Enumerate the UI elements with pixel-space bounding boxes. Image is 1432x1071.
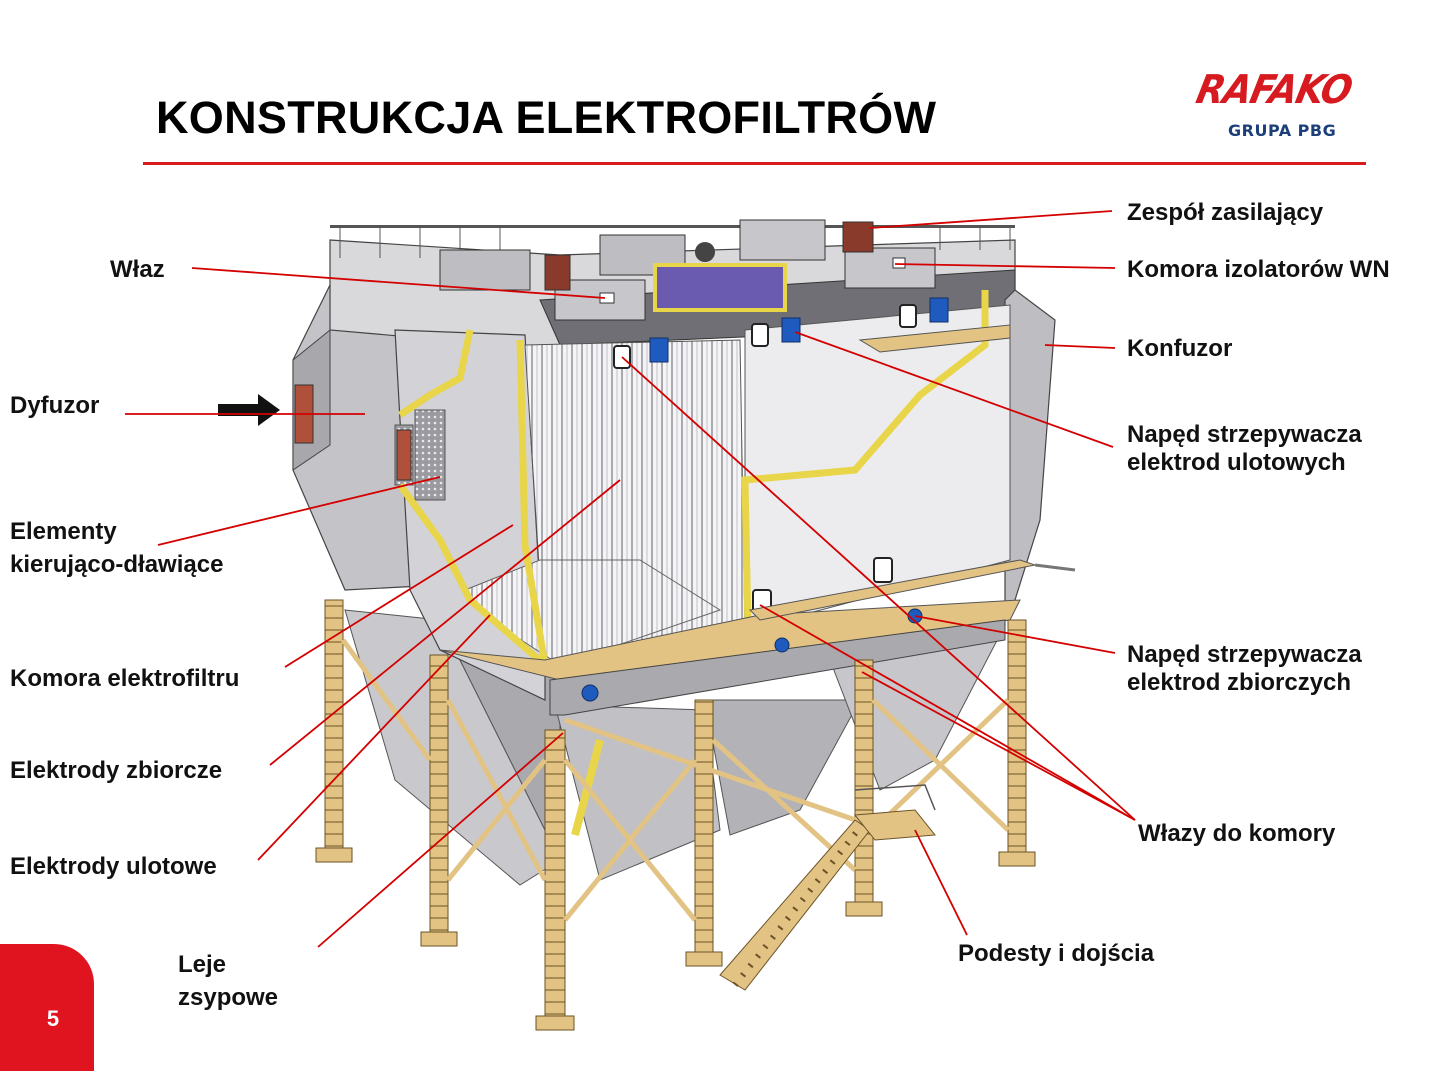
label-zespol-zasilajacy: Zespół zasilający	[1127, 199, 1324, 226]
drives-and-manholes	[581, 297, 949, 702]
label-dyfuzor: Dyfuzor	[10, 392, 100, 419]
label-naped-ulotowych-line1: Napęd strzepywacza	[1127, 421, 1362, 448]
label-naped-zbiorczych-line1: Napęd strzepywacza	[1127, 641, 1362, 668]
company-logo: RAFAKO GRUPA PBG	[1180, 68, 1370, 144]
label-elementy-line2: kierująco-dławiące	[10, 551, 224, 578]
label-naped-zbiorczych: Napęd strzepywacza elektrod zbiorczych	[1127, 641, 1362, 697]
label-wlaz: Właz	[110, 256, 165, 283]
page-number: 5	[46, 1006, 60, 1031]
label-konfuzor: Konfuzor	[1127, 335, 1233, 362]
slide-title: KONSTRUKCJA ELEKTROFILTRÓW	[156, 92, 937, 143]
label-elektrody-zbiorcze: Elektrody zbiorcze	[10, 757, 223, 784]
label-podesty: Podesty i dojścia	[958, 940, 1155, 967]
label-leje-zsypowe: Leje zsypowe	[178, 948, 278, 1014]
leader-lines	[125, 210, 1136, 948]
label-leje-line2: zsypowe	[178, 984, 279, 1011]
inlet-arrow	[218, 394, 280, 426]
support-structure	[315, 599, 1036, 1031]
label-wlazy-do-komory: Włazy do komory	[1138, 820, 1336, 847]
roof-equipment	[330, 219, 1015, 321]
label-komora-elektrofiltru: Komora elektrofiltru	[10, 665, 240, 692]
label-naped-zbiorczych-line2: elektrod zbiorczych	[1127, 669, 1352, 696]
label-elementy-line1: Elementy	[10, 518, 117, 545]
label-komora-izolatorow: Komora izolatorów WN	[1127, 256, 1390, 283]
label-naped-ulotowych: Napęd strzepywacza elektrod ulotowych	[1127, 421, 1362, 477]
title-underline	[143, 162, 1366, 165]
hoppers	[344, 609, 1006, 886]
side-platform	[748, 324, 1076, 621]
label-leje-line1: Leje	[178, 951, 227, 978]
page-number-tab	[0, 944, 94, 1071]
label-elektrody-ulotowe: Elektrody ulotowe	[10, 853, 217, 880]
label-naped-ulotowych-line2: elektrod ulotowych	[1127, 449, 1346, 476]
label-elementy: Elementy kierująco-dławiące	[10, 515, 223, 581]
logo-group: GRUPA PBG	[1228, 121, 1337, 140]
